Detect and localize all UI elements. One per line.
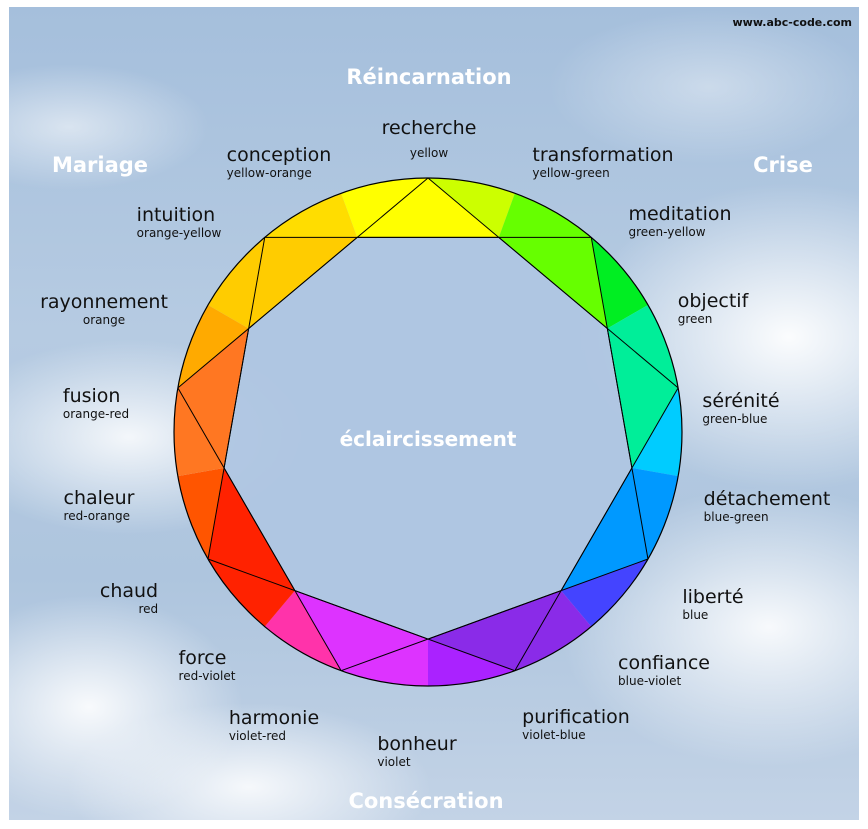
label-bottom: Consécration	[348, 789, 504, 813]
star-line-7	[177, 177, 429, 389]
wheel-cap-a-6	[177, 467, 225, 559]
outer-ring	[173, 177, 683, 687]
wheel-cap-b-4	[341, 639, 428, 686]
wheel-cap-b-1	[607, 305, 679, 388]
wheel-cap-a-8	[264, 193, 358, 238]
label-top-right: Crise	[753, 153, 813, 177]
label-top: Réincarnation	[346, 65, 512, 89]
wheel-spike-0	[357, 178, 499, 238]
wheel-cap-b-0	[498, 193, 592, 238]
label-top-left: Mariage	[51, 153, 149, 177]
wheel-cap-b-8	[341, 178, 428, 238]
star-line-3	[340, 558, 649, 672]
star-line-2	[514, 387, 679, 671]
segment-label-recherche: recherche	[381, 117, 477, 139]
wheel-cap-b-3	[514, 590, 592, 671]
wheel-cap-a-4	[428, 639, 515, 686]
star-line-4	[207, 558, 516, 672]
wheel-spike-6	[208, 467, 295, 591]
star-lines	[177, 177, 679, 672]
website-watermark: www.abc-code.com	[732, 16, 852, 29]
star-line-1	[590, 237, 649, 560]
wheel-cap-b-2	[631, 467, 679, 559]
wheel-cap-a-1	[591, 237, 648, 329]
wheel-spike-2	[607, 328, 679, 468]
wheel-cap-a-5	[264, 590, 342, 671]
wheel-cap-a-7	[177, 305, 249, 388]
star-line-6	[207, 237, 266, 560]
wheel-spike-7	[177, 328, 249, 468]
star-line-0	[427, 177, 679, 389]
wheel-svg	[173, 177, 683, 687]
wheel-cap-a-0	[428, 178, 515, 238]
wheel-cap-b-7	[208, 237, 265, 329]
wheel-cap-b-6	[174, 387, 225, 477]
wheel-cap-a-2	[631, 387, 682, 477]
star-line-5	[177, 387, 342, 671]
color-wheel-diagram: www.abc-code.com Réincarnation Mariage C…	[9, 7, 859, 820]
segment-sub-recherche: yellow	[409, 146, 449, 160]
wheel-spike-3	[561, 467, 648, 591]
center-label: éclaircissement	[339, 427, 517, 451]
wheel-cap-b-5	[208, 559, 295, 627]
wheel-cap-a-3	[561, 559, 648, 627]
